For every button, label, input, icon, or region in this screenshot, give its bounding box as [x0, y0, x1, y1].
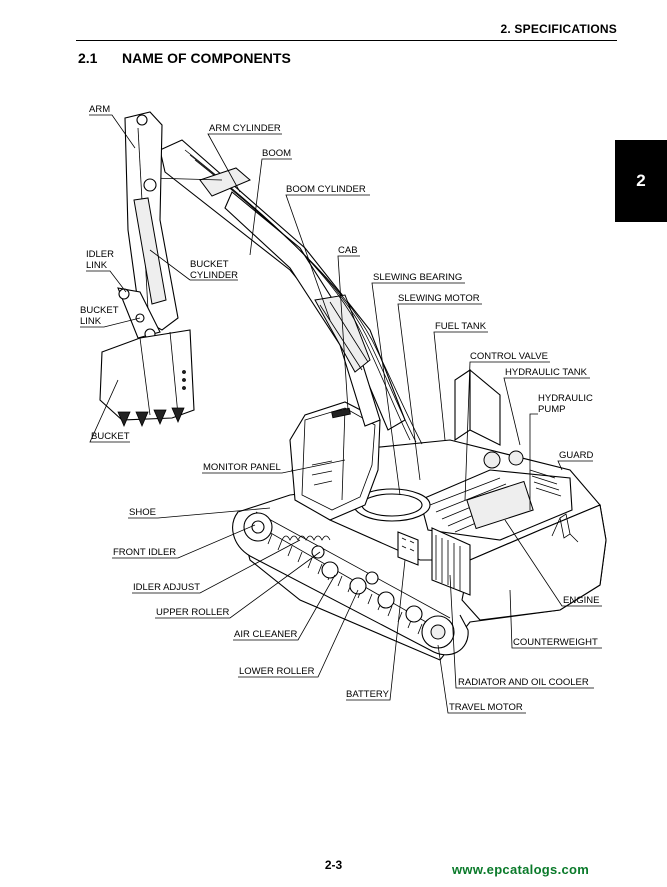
label-air-cleaner: AIR CLEANER — [234, 629, 297, 640]
label-hydraulic-pump-line1: HYDRAULIC — [538, 393, 593, 404]
label-radiator-oil-cooler: RADIATOR AND OIL COOLER — [458, 677, 589, 688]
page-header-title: 2. SPECIFICATIONS — [500, 22, 617, 36]
label-bucket-link-line1: BUCKET — [80, 305, 119, 316]
label-guard: GUARD — [559, 450, 593, 461]
header-rule — [76, 40, 617, 41]
label-fuel-tank: FUEL TANK — [435, 321, 487, 332]
label-monitor-panel: MONITOR PANEL — [203, 462, 281, 473]
label-shoe: SHOE — [129, 507, 156, 518]
label-bucket-link-line2: LINK — [80, 316, 102, 327]
label-bucket-cylinder-line2: CYLINDER — [190, 270, 238, 281]
label-bucket: BUCKET — [91, 431, 130, 442]
section-number: 2.1 — [78, 50, 98, 66]
component-labels: ARM ARM CYLINDER BOOM BOOM CYLINDER IDLE… — [80, 104, 599, 713]
label-engine: ENGINE — [563, 595, 599, 606]
label-boom: BOOM — [262, 148, 291, 159]
chapter-tab: 2 — [615, 140, 667, 222]
label-travel-motor: TRAVEL MOTOR — [449, 702, 523, 713]
label-arm-cylinder: ARM CYLINDER — [209, 123, 281, 134]
label-front-idler: FRONT IDLER — [113, 547, 176, 558]
watermark: www.epcatalogs.com — [452, 862, 590, 877]
label-hydraulic-tank: HYDRAULIC TANK — [505, 367, 588, 378]
label-arm: ARM — [89, 104, 110, 115]
label-control-valve: CONTROL VALVE — [470, 351, 548, 362]
leader-lines — [80, 114, 602, 714]
label-idler-link-line1: IDLER — [86, 249, 114, 260]
excavator-illustration — [99, 111, 607, 661]
section-title: NAME OF COMPONENTS — [122, 50, 291, 66]
label-hydraulic-pump-line2: PUMP — [538, 404, 565, 415]
label-slewing-motor: SLEWING MOTOR — [398, 293, 480, 304]
label-slewing-bearing: SLEWING BEARING — [373, 272, 462, 283]
label-boom-cylinder: BOOM CYLINDER — [286, 184, 366, 195]
label-counterweight: COUNTERWEIGHT — [513, 637, 598, 648]
label-upper-roller: UPPER ROLLER — [156, 607, 230, 618]
label-lower-roller: LOWER ROLLER — [239, 666, 315, 677]
label-bucket-cylinder-line1: BUCKET — [190, 259, 229, 270]
label-idler-adjust: IDLER ADJUST — [133, 582, 200, 593]
label-cab: CAB — [338, 245, 358, 256]
page-number: 2-3 — [324, 858, 343, 872]
label-battery: BATTERY — [346, 689, 390, 700]
label-idler-link-line2: LINK — [86, 260, 108, 271]
